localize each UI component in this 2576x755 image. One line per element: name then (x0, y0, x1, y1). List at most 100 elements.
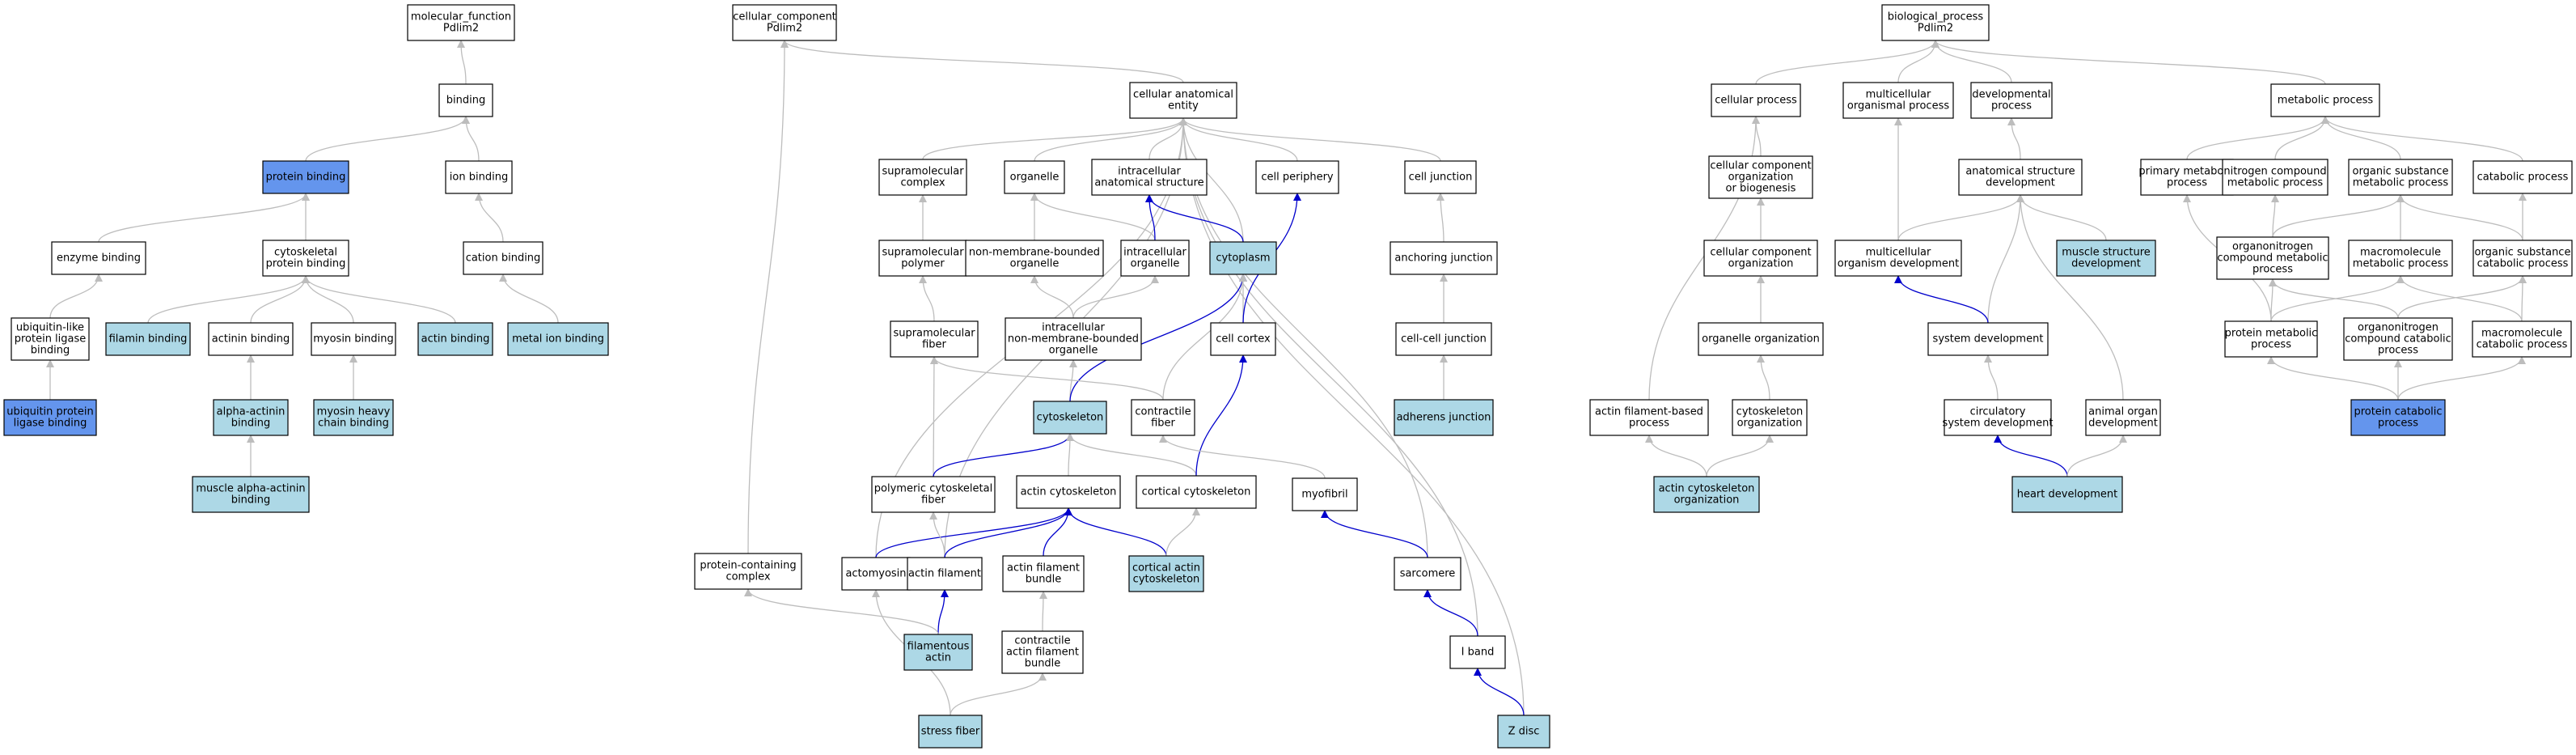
node-label-protein-containing-complex: complex (725, 571, 770, 583)
edge-circulatory-system-development-to-system-development (1984, 354, 1999, 401)
edge-filamin-binding-to-cytoskeletal-protein-binding (147, 275, 310, 324)
node-actinin-binding: actinin binding (208, 322, 294, 356)
node-label-actin-filament-based-process: actin filament-based (1595, 406, 1703, 418)
edge-protein-metabolic-process-to-organonitrogen-compound-metabolic-process (2268, 278, 2277, 322)
node-box-cell-junction (1404, 160, 1477, 194)
edge-cortical-actin-cytoskeleton-to-actin-cytoskeleton (1064, 507, 1167, 557)
node-label-filamin-binding: filamin binding (109, 333, 188, 346)
node-box-supramolecular-fiber (890, 320, 979, 358)
node-label-intracellular-nmbo: organelle (1049, 345, 1098, 357)
node-label-system-development: system development (1933, 333, 2044, 346)
node-stress-fiber: stress fiber (918, 715, 983, 749)
node-filamin-binding: filamin binding (105, 322, 191, 356)
node-box-cellular-anatomical-entity (1129, 82, 1237, 119)
node-label-mf: molecular_function (411, 11, 511, 23)
node-label-nitrogen-compound-metabolic-process: metabolic process (2227, 177, 2324, 189)
node-catabolic-process: catabolic process (2472, 160, 2573, 194)
edge-intracellular-nmbo-to-intracellular-organelle (1072, 275, 1159, 319)
node-system-development: system development (1927, 322, 2049, 356)
edge-myosin-binding-to-cytoskeletal-protein-binding (302, 275, 354, 324)
node-label-animal-organ-development: development (2088, 418, 2158, 430)
node-box-multicellular-organism-development (1834, 240, 1962, 277)
edge-enzyme-binding-to-protein-binding (98, 193, 310, 243)
node-label-cortical-actin-cytoskeleton: cytoskeleton (1133, 574, 1200, 586)
node-label-anchoring-junction: anchoring junction (1394, 252, 1492, 265)
edge-cation-binding-to-ion-binding (475, 193, 504, 243)
node-label-z-disc: Z disc (1508, 726, 1540, 738)
node-label-supramolecular-complex: supramolecular (882, 166, 964, 178)
node-label-macromolecule-catabolic-process: macromolecule (2481, 328, 2562, 340)
node-label-contractile-actin-filament-bundle: contractile (1014, 635, 1070, 647)
node-label-filamentous-actin: actin (925, 652, 951, 664)
edge-protein-containing-complex-to-cc (747, 40, 789, 554)
edge-i-band-to-cellular-anatomical-entity (1179, 117, 1478, 637)
node-box-cytoskeletal-protein-binding (262, 240, 349, 277)
node-heart-development: heart development (2011, 476, 2123, 513)
edge-cell-periphery-to-cellular-anatomical-entity (1179, 117, 1298, 162)
node-label-contractile-fiber: fiber (1151, 418, 1175, 430)
node-label-cellular-component-organization: organization (1728, 258, 1794, 270)
edge-cellular-process-to-bp (1755, 40, 1939, 85)
node-box-protein-binding (262, 160, 349, 194)
node-label-muscle-structure-development: development (2071, 258, 2141, 270)
node-box-cell-cortex (1210, 322, 1276, 356)
node-label-intracellular-organelle: intracellular (1123, 247, 1186, 259)
node-box-z-disc (1497, 715, 1550, 749)
node-label-protein-metabolic-process: process (2251, 339, 2291, 351)
node-box-bp (1881, 4, 1990, 41)
node-label-actin-cytoskeleton-organization: actin cytoskeleton (1659, 483, 1755, 495)
edge-intracellular-organelle-to-organelle (1030, 193, 1156, 241)
node-label-filamentous-actin: filamentous (907, 641, 970, 653)
node-box-adherens-junction (1394, 399, 1494, 436)
node-label-alpha-actinin-binding: alpha-actinin (217, 406, 286, 418)
node-box-cellular-component-organization (1703, 240, 1818, 277)
edge-intracellular-nmbo-to-non-membrane-bounded-organelle (1030, 275, 1074, 319)
node-label-cell-cell-junction: cell-cell junction (1401, 333, 1487, 346)
node-cortical-cytoskeleton: cortical cytoskeleton (1136, 475, 1257, 509)
node-label-multicellular-organism-development: organism development (1838, 258, 1959, 270)
edge-organonitrogen-compound-metabolic-process-to-nitrogen-compound-metabolic-process (2270, 194, 2279, 238)
node-label-supramolecular-polymer: polymer (901, 258, 945, 270)
node-label-myosin-binding: myosin binding (313, 333, 394, 346)
node-label-nitrogen-compound-metabolic-process: nitrogen compound (2223, 166, 2326, 178)
node-label-organonitrogen-compound-catabolic-process: organonitrogen (2358, 322, 2439, 334)
node-box-contractile-fiber (1131, 399, 1195, 436)
edge-protein-binding-to-binding (305, 116, 470, 162)
node-actomyosin: actomyosin (841, 557, 911, 591)
node-box-catabolic-process (2472, 160, 2573, 194)
node-i-band: I band (1449, 635, 1506, 669)
node-box-alpha-actinin-binding (213, 399, 289, 436)
node-box-intracellular-organelle (1120, 240, 1190, 277)
node-label-anatomical-structure-development: anatomical structure (1965, 166, 2075, 178)
node-cell-cortex: cell cortex (1210, 322, 1276, 356)
node-box-cc (732, 4, 837, 41)
edge-multicellular-organism-development-to-anatomical-structure-development (1897, 194, 2024, 241)
node-label-non-membrane-bounded-organelle: organelle (1010, 258, 1060, 270)
edge-macromolecule-catabolic-process-to-macromolecule-metabolic-process (2396, 275, 2523, 322)
node-box-myosin-heavy-chain-binding (313, 399, 394, 436)
edge-system-development-to-anatomical-structure-development (1987, 194, 2024, 324)
node-label-supramolecular-fiber: fiber (922, 339, 946, 351)
node-label-sarcomere: sarcomere (1400, 568, 1456, 580)
node-label-metabolic-process: metabolic process (2278, 95, 2374, 107)
node-binding: binding (438, 83, 493, 117)
node-box-cellular-component-organization-or-biogenesis (1708, 155, 1813, 199)
edge-myofibril-to-contractile-fiber (1159, 435, 1326, 479)
node-label-organic-substance-catabolic-process: organic substance (2475, 247, 2571, 259)
node-cytoskeleton: cytoskeleton (1033, 401, 1107, 435)
node-label-primary-metabolic-process: primary metabolic (2138, 166, 2235, 178)
edge-cell-junction-to-cellular-anatomical-entity (1179, 117, 1441, 162)
node-box-contractile-actin-filament-bundle (1001, 630, 1084, 674)
node-label-developmental-process: developmental (1972, 89, 2050, 101)
node-cell-junction: cell junction (1404, 160, 1477, 194)
